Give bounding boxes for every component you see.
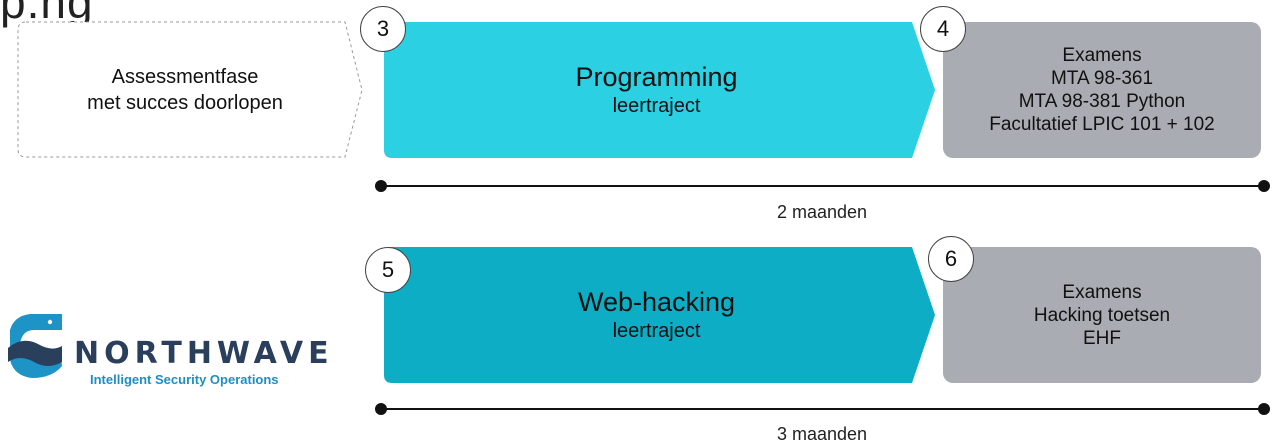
exam-number-badge-4: 4 [920,6,966,52]
exam-box-1: Examens MTA 98-361 MTA 98-381 Python Fac… [943,22,1261,158]
webhacking-stage-box: Web-hacking leertraject [384,247,929,383]
stage-number-badge-3: 3 [360,6,406,52]
stage-subtitle-webhacking: leertraject [612,320,701,342]
stage-title-webhacking: Web-hacking [577,287,736,317]
assessment-line-2: met succes doorlopen [87,91,283,114]
assessment-line-1: Assessmentfase [111,65,259,88]
webhacking-stage-shape [384,247,935,383]
exam-line: Hacking toetsen [1033,304,1171,326]
exam-line: MTA 98-361 [1050,68,1154,89]
logo-tagline: Intelligent Security Operations [90,372,279,387]
duration-label-1: 2 maanden [776,202,868,222]
exam-line: EHF [1083,327,1121,349]
duration-label-2: 3 maanden [776,424,868,444]
exam-box-2: Examens Hacking toetsen EHF [943,247,1261,383]
exam-line: Examens [1062,45,1142,66]
exam-line: MTA 98-381 Python [1018,91,1186,112]
stage-subtitle-programming: leertraject [612,95,701,117]
programming-stage-shape [384,22,935,158]
timeline-start-dot-2 [375,403,387,415]
assessment-box: Assessmentfase met succes doorlopen [20,22,350,157]
timeline-end-dot-1 [1258,180,1270,192]
exam-number-badge-6: 6 [928,236,974,282]
logo-wordmark: NORTHWAVE [74,336,334,371]
stage-number-badge-5: 5 [365,247,411,293]
timeline-end-dot-2 [1258,403,1270,415]
programming-stage-box: Programming leertraject [384,22,929,158]
assessment-box-shape [17,21,363,158]
exam-box-shape-1 [943,22,1261,158]
timeline-start-dot-1 [375,180,387,192]
exam-box-shape-2 [943,247,1261,383]
exam-line: Examens [1062,281,1142,303]
northwave-logo-icon [8,314,62,378]
exam-line: Facultatief LPIC 101 + 102 [989,114,1215,135]
stage-title-programming: Programming [575,62,738,92]
